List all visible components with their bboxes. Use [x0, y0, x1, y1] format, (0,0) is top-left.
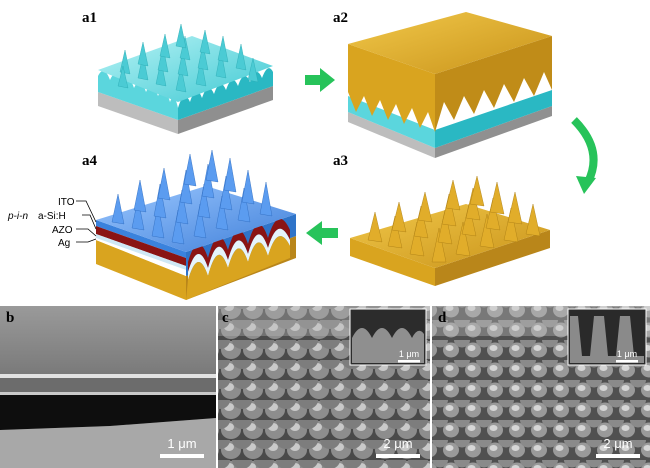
- arrow-a1-to-a2: [305, 68, 335, 92]
- label-azo: AZO: [52, 225, 73, 236]
- scale-bar-c: [376, 454, 420, 458]
- scale-bar-b-label: 1 μm: [167, 436, 196, 451]
- panel-a3: [350, 175, 550, 286]
- panel-label-a4: a4: [82, 153, 98, 169]
- inset-d-scale-label: 1 μm: [617, 349, 637, 359]
- panel-label-c: c: [222, 310, 229, 326]
- label-pin-prefix: p-i-n: [7, 211, 28, 222]
- panel-c-sem: 1 μm 2 μm c: [218, 306, 430, 468]
- panel-label-a1: a1: [82, 10, 97, 26]
- arrow-a2-to-a3: [571, 117, 598, 194]
- panel-d-sem: 1 μm 2 μm d: [432, 306, 650, 468]
- scale-bar-c-label: 2 μm: [383, 436, 412, 451]
- scale-bar-b: [160, 454, 204, 458]
- arrow-a3-to-a4: [306, 221, 338, 245]
- layer-labels: ITO p-i-n a-Si:H AZO Ag: [7, 197, 75, 249]
- panel-b-sem: 1 μm b: [0, 306, 216, 468]
- label-pin-material: a-Si:H: [38, 211, 66, 222]
- panel-label-a2: a2: [333, 10, 348, 26]
- scale-bar-d: [596, 454, 640, 458]
- panel-a2: [348, 12, 552, 158]
- panel-a1: [98, 23, 273, 134]
- scale-bar-d-label: 2 μm: [603, 436, 632, 451]
- label-ag: Ag: [58, 238, 70, 249]
- inset-c-scale-label: 1 μm: [399, 349, 419, 359]
- label-ito: ITO: [58, 197, 75, 208]
- panel-a4: [76, 149, 296, 300]
- panel-label-d: d: [438, 310, 447, 326]
- panel-label-a3: a3: [333, 153, 348, 169]
- panel-label-b: b: [6, 310, 14, 326]
